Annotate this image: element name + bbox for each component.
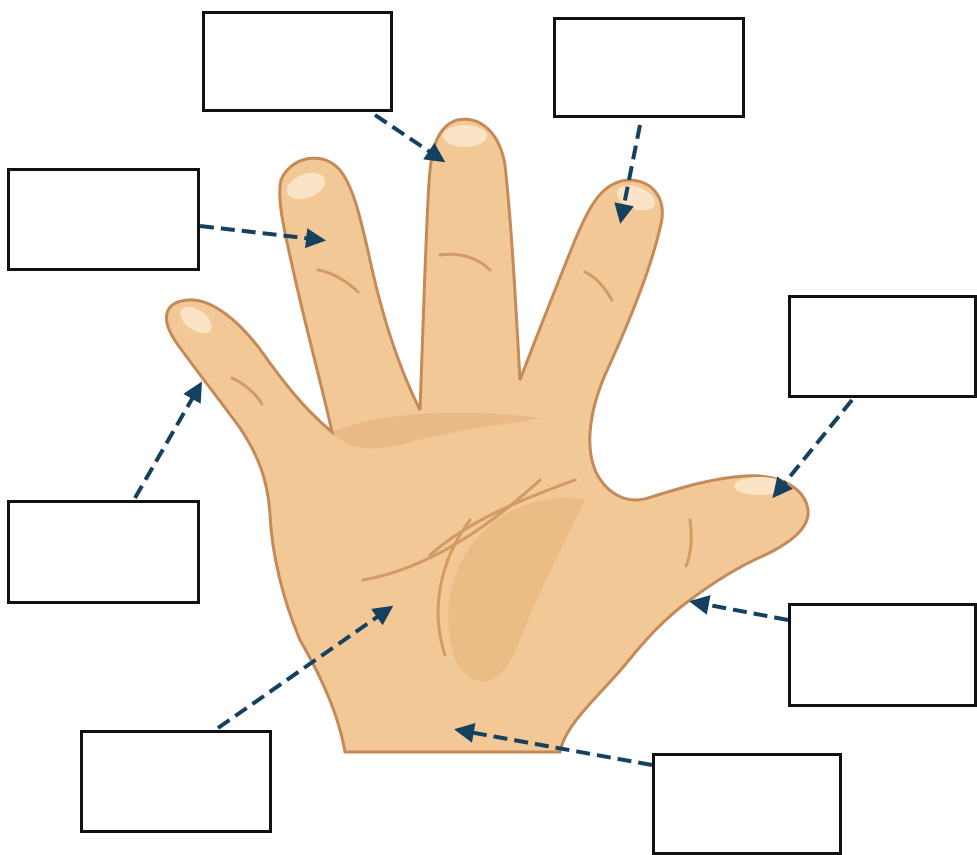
label-box-little-finger[interactable]	[788, 295, 977, 398]
arrow-middle-finger	[375, 115, 442, 160]
label-box-index-finger[interactable]	[7, 168, 200, 271]
label-box-thumb[interactable]	[7, 500, 200, 604]
label-box-palm[interactable]	[80, 730, 272, 833]
middle-finger-highlight	[443, 125, 487, 147]
arrow-little-finger	[775, 400, 852, 495]
hand-illustration	[167, 119, 809, 752]
arrow-wrist-side	[693, 602, 788, 620]
label-box-ring-finger[interactable]	[553, 17, 745, 118]
arrow-thumb	[135, 385, 200, 498]
label-box-wrist[interactable]	[652, 753, 842, 855]
label-box-middle-finger[interactable]	[202, 11, 393, 112]
label-box-wrist-side[interactable]	[788, 603, 977, 707]
